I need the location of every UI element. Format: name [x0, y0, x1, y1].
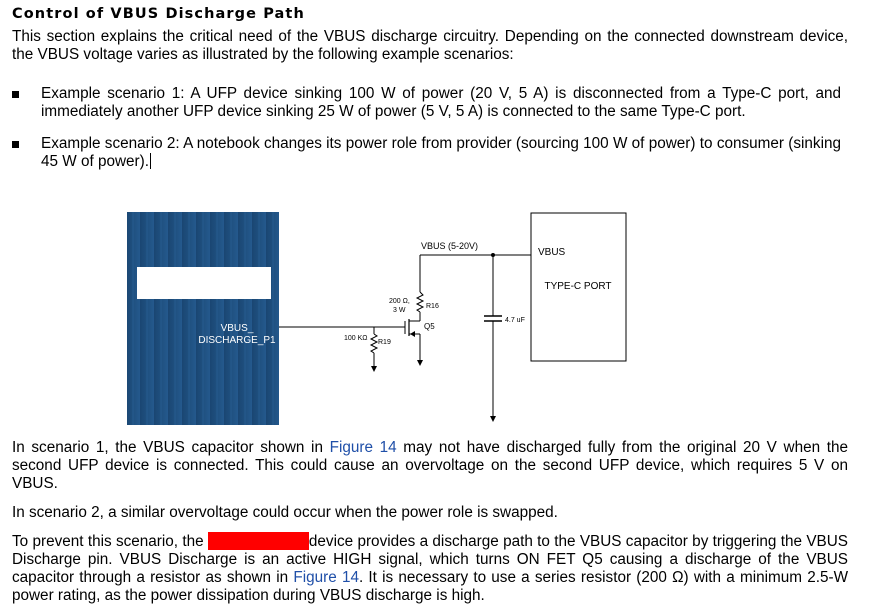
r19-ground-arrow: [371, 366, 377, 372]
section-heading: Control of VBUS Discharge Path: [12, 6, 305, 22]
r19-value: 100 KΩ: [344, 335, 368, 342]
bullet-text: Example scenario 1: A UFP device sinking…: [41, 85, 841, 120]
figure-14-link-2[interactable]: Figure 14: [293, 569, 359, 586]
bullet-text: Example scenario 2: A notebook changes i…: [41, 135, 841, 171]
bullet-text-content: Example scenario 2: A notebook changes i…: [41, 135, 841, 170]
q5-label: Q5: [424, 322, 435, 331]
q5-transistor-arrow: [410, 331, 415, 337]
vbus-net-label: VBUS (5-20V): [421, 241, 478, 251]
prevention-text-a: To prevent this scenario, the: [12, 533, 208, 550]
controller-chip: [127, 212, 279, 425]
scenario1-paragraph: In scenario 1, the VBUS capacitor shown …: [12, 439, 848, 493]
port-label: TYPE-C PORT: [544, 281, 611, 292]
bullet-icon: [12, 91, 19, 98]
cap-ground-arrow: [490, 416, 496, 422]
prevention-paragraph: To prevent this scenario, the device pro…: [12, 532, 848, 605]
r16-label: R16: [426, 303, 439, 310]
bullet-icon: [12, 141, 19, 148]
scenario1-text-a: In scenario 1, the VBUS capacitor shown …: [12, 439, 330, 456]
prevention-text-c: . It is necessary to use a series resist…: [12, 569, 849, 604]
type-c-port-box: [530, 212, 627, 362]
chip-name-redaction: [137, 267, 271, 299]
figure-14-link[interactable]: Figure 14: [329, 439, 397, 456]
port-vbus-label: VBUS: [538, 247, 566, 258]
prevention-text-b: device provides a discharge path to the …: [12, 533, 848, 586]
text-cursor: [149, 153, 151, 169]
r19-label: R19: [378, 339, 391, 346]
redacted-device-name: [207, 532, 309, 550]
q5-ground-arrow: [417, 360, 423, 366]
intro-paragraph: This section explains the critical need …: [12, 28, 848, 63]
scenario1-text-b: may not have discharged fully from the o…: [12, 439, 849, 492]
chip-pin-label-1: VBUS_: [221, 323, 254, 334]
r16-resistor: [415, 291, 425, 313]
chip-pin-label-2: DISCHARGE_P1: [198, 335, 276, 346]
r19-resistor: [369, 333, 379, 354]
r16-value-1: 200 Ω,: [389, 298, 410, 305]
r16-value-2: 3 W: [393, 307, 406, 314]
scenario2-paragraph: In scenario 2, a similar overvoltage cou…: [12, 504, 558, 521]
cap-value: 4.7 uF: [505, 317, 525, 324]
